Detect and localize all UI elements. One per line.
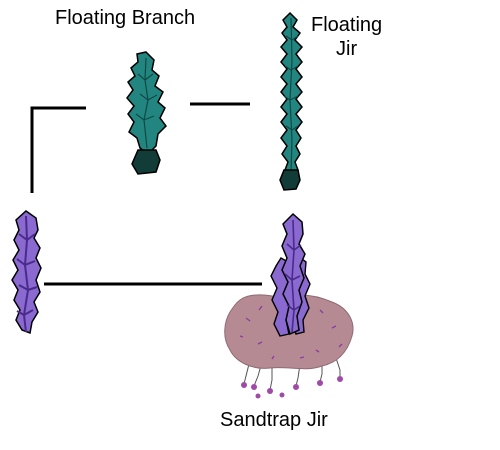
floating-jir-vein bbox=[283, 17, 299, 173]
label-sandtrap-jir: Sandtrap Jir bbox=[220, 409, 328, 431]
floating-jir-plant bbox=[279, 11, 304, 191]
floating-branch-leaf bbox=[126, 51, 167, 155]
label-floating-jir-line1: Floating bbox=[311, 14, 383, 36]
sandtrap-speckles bbox=[239, 305, 343, 360]
label-floating-branch: Floating Branch bbox=[55, 7, 196, 29]
floating-branch-plant bbox=[126, 51, 167, 175]
connector-lines bbox=[30, 102, 262, 286]
floating-branch-vein bbox=[135, 57, 158, 149]
sandtrap-root-bulbs bbox=[241, 376, 343, 399]
label-floating-jir-line2: Jir bbox=[336, 38, 358, 60]
purple-ancestor-plant bbox=[11, 210, 42, 335]
sandtrap-leaf-vein bbox=[284, 219, 302, 333]
sandtrap-jir-plant bbox=[224, 212, 354, 399]
floating-branch-bulb bbox=[131, 149, 161, 175]
connector-purple-to-floating-branch bbox=[30, 106, 86, 193]
purple-ancestor-vein bbox=[16, 215, 38, 333]
label-floating-jir: Floating Jir bbox=[311, 13, 382, 61]
floating-jir-bulb bbox=[279, 169, 301, 191]
